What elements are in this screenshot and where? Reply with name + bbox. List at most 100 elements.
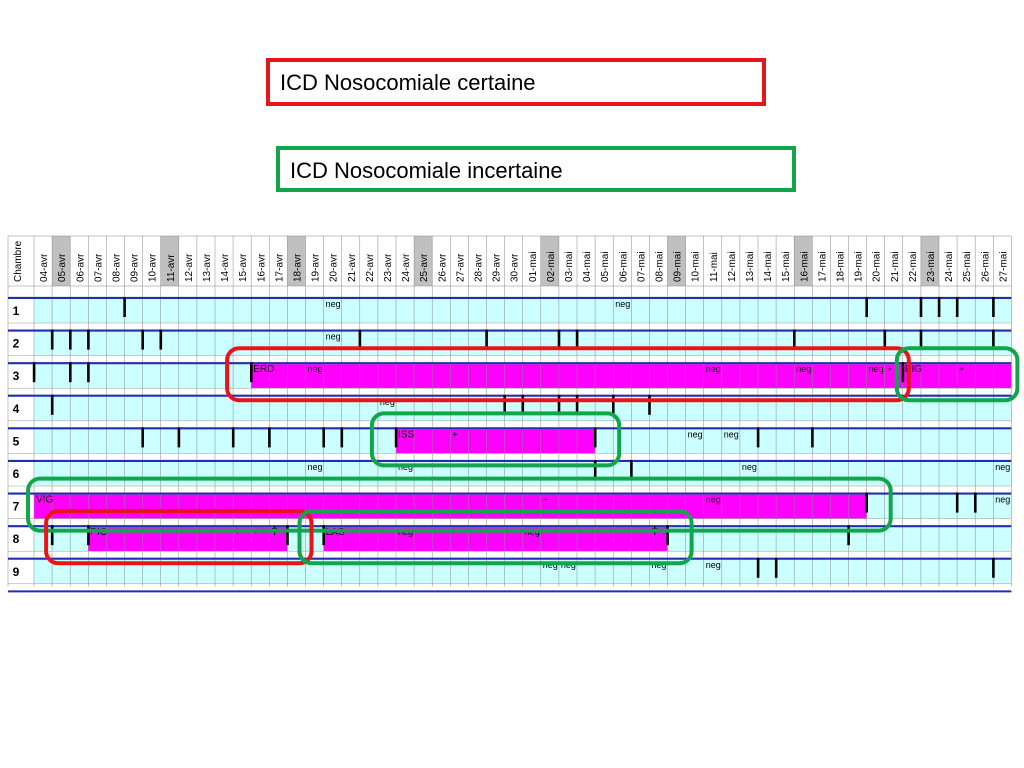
event-mark — [50, 525, 54, 546]
room-number: 5 — [13, 434, 20, 448]
cell-label: + — [543, 495, 548, 505]
day-label: 18-mai — [835, 251, 846, 282]
day-label: 23-mai — [926, 251, 937, 282]
icd-code-label: BIG — [905, 364, 922, 375]
weekend-header-cell — [52, 236, 71, 286]
cell-label: neg — [995, 462, 1010, 472]
weekend-header-cell — [540, 236, 559, 286]
icd-code-label: PIC — [90, 527, 107, 538]
event-mark — [575, 329, 579, 350]
cell-label: neg — [308, 364, 323, 374]
day-label: 19-avr — [311, 253, 322, 282]
event-mark — [612, 394, 615, 415]
uncertain-icd-highlight — [26, 476, 893, 533]
day-label: 24-avr — [401, 253, 412, 282]
event-mark — [32, 362, 36, 383]
weekend-header-cell — [414, 236, 433, 286]
uncertain-icd-highlight — [894, 346, 1020, 403]
event-mark — [87, 362, 90, 383]
event-mark — [593, 460, 597, 480]
day-label: 07-avr — [93, 253, 104, 282]
certain-icd-highlight — [225, 346, 911, 403]
day-label: 14-avr — [220, 253, 231, 282]
event-mark — [992, 557, 995, 578]
event-mark — [974, 492, 977, 513]
event-mark — [756, 557, 760, 578]
day-label: 26-mai — [980, 251, 991, 282]
day-label: 22-mai — [908, 251, 919, 282]
weekend-header-cell — [287, 236, 306, 286]
legend-certain-real: ICD Nosocomiale certaine — [266, 58, 766, 106]
event-mark — [141, 329, 144, 350]
cell-label: neg — [869, 364, 884, 374]
event-mark — [648, 394, 651, 415]
cell-label: neg — [615, 299, 630, 309]
day-label: 22-avr — [365, 253, 376, 282]
day-label: 08-avr — [111, 253, 122, 282]
day-label: 07-mai — [636, 251, 647, 282]
event-mark — [630, 460, 633, 480]
day-label: 13-mai — [745, 251, 756, 282]
day-label: 11-mai — [709, 252, 720, 282]
cell-label: + — [959, 364, 964, 374]
day-label: 19-mai — [854, 251, 865, 282]
event-mark — [992, 329, 995, 350]
day-label: 03-mai — [564, 251, 575, 282]
occupied-span — [595, 429, 1012, 454]
day-label: 05-mai — [600, 251, 611, 282]
day-label: 14-mai — [763, 251, 774, 282]
event-mark — [847, 525, 850, 546]
day-label: 10-avr — [148, 253, 159, 282]
event-mark — [177, 427, 181, 448]
day-label: 09-mai — [673, 251, 684, 282]
cell-label: neg — [724, 429, 739, 439]
legend-label: ICD Nosocomiale certaine — [280, 70, 536, 95]
event-mark — [394, 427, 398, 448]
event-mark — [774, 557, 778, 578]
event-mark — [756, 427, 760, 448]
day-label: 16-avr — [256, 253, 267, 282]
day-label: 04-avr — [39, 253, 50, 282]
event-mark — [557, 329, 561, 350]
event-mark — [250, 362, 253, 383]
day-label: 16-mai — [799, 251, 810, 282]
cell-label: neg — [742, 462, 757, 472]
day-label: 26-avr — [437, 253, 448, 282]
uncertain-icd-highlight — [369, 411, 622, 468]
day-label: 06-avr — [75, 253, 86, 282]
event-mark — [123, 297, 126, 317]
uncertain-icd-highlight — [297, 509, 694, 566]
weekend-header-cell — [920, 236, 939, 286]
icd-code-label: LAS — [326, 527, 345, 538]
room-number: 9 — [13, 565, 20, 579]
room-number: 8 — [13, 532, 20, 546]
day-label: 25-avr — [419, 253, 430, 282]
weekend-header-cell — [160, 236, 179, 286]
room-number: 6 — [13, 467, 20, 481]
day-label: 25-mai — [962, 251, 973, 282]
event-mark — [557, 394, 561, 415]
cell-label: + — [452, 429, 457, 439]
day-label: 08-mai — [654, 251, 665, 282]
room-number: 1 — [13, 304, 20, 318]
room-number: 2 — [13, 337, 20, 351]
cell-label: neg — [706, 364, 721, 374]
day-label: 21-mai — [890, 251, 901, 282]
event-mark — [87, 525, 90, 546]
event-mark — [159, 329, 163, 350]
room-number: 7 — [13, 500, 20, 514]
certain-icd-highlight — [44, 509, 314, 566]
event-mark — [485, 329, 488, 350]
event-mark — [141, 427, 144, 448]
event-mark — [593, 427, 597, 448]
event-mark — [919, 297, 923, 317]
event-mark — [231, 427, 235, 448]
day-label: 27-mai — [998, 251, 1009, 282]
icd-code-label: ERD — [253, 364, 274, 375]
day-label: 04-mai — [582, 251, 593, 282]
legend-uncertain-real: ICD Nosocomiale incertaine — [276, 146, 796, 192]
day-label: 12-mai — [727, 251, 738, 282]
cell-label: neg — [706, 560, 721, 570]
icd-code-label: VIG — [36, 495, 53, 506]
